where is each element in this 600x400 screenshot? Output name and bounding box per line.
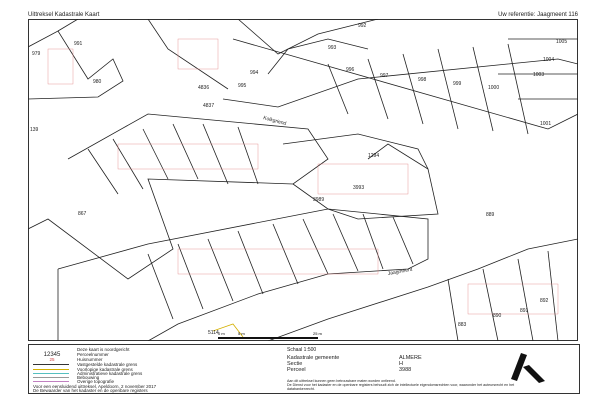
document-title: Uittreksel Kadastrale Kaart [28,12,100,18]
legend-line-topo [33,381,69,382]
legend-item: Bebouwing [77,375,100,380]
svg-text:25 m: 25 m [313,331,323,336]
legend-line-fixed [33,364,69,365]
house-number-symbol: 25 [49,357,55,362]
svg-text:1294: 1294 [368,153,379,159]
kadaster-logo [511,353,545,383]
scale-text: Schaal 1:500 [287,347,317,353]
gemeente-value: ALMERE [399,355,422,361]
svg-text:892: 892 [540,298,549,304]
provisional-boundary [212,323,244,338]
legend-item: Overige topografie [77,379,115,384]
scale-bar: 0 m 5 m 25 m [218,331,323,339]
legend-line-admin [33,373,69,374]
svg-text:139: 139 [30,127,39,133]
north-note: Deze kaart is noordgericht [77,347,130,352]
disclaimer: Aan dit uittreksel kunnen geen betrouwba… [287,379,396,383]
svg-text:1000: 1000 [488,85,499,91]
svg-text:999: 999 [453,81,462,87]
svg-text:867: 867 [78,211,87,217]
svg-text:1003: 1003 [533,72,544,78]
sectie-value: H [399,361,403,367]
gemeente-label: Kadastrale gemeente [287,355,340,361]
svg-text:0 m: 0 m [218,331,225,336]
legend-panel: Deze kaart is noordgericht 12345 Perceel… [28,344,580,394]
legend-item: Perceelnummer [77,352,109,357]
svg-text:4837: 4837 [203,103,214,109]
building-outlines [47,38,559,315]
svg-text:891: 891 [520,308,529,314]
legend-line-building [33,377,69,378]
registrar: De Bewaarder van het kadaster en de open… [33,388,148,393]
svg-text:890: 890 [493,313,502,319]
svg-text:883: 883 [458,322,467,328]
legend-item: Administratieve kadastrale grens [77,371,143,376]
svg-text:996: 996 [346,67,355,73]
svg-text:1001: 1001 [540,121,551,127]
svg-text:5114: 5114 [208,330,219,336]
legend-line-provisional [33,369,69,370]
parcel-labels: 991 992 993 994 995 996 997 998 999 1000… [30,23,567,336]
svg-text:979: 979 [32,51,41,57]
svg-text:1004: 1004 [543,57,554,63]
svg-text:980: 980 [93,79,102,85]
svg-text:3993: 3993 [353,185,364,191]
disclaimer: De Dienst voor het kadaster en de openba… [287,383,515,391]
svg-text:1005: 1005 [556,39,567,45]
legend-item: Voorlopige kadastrale grens [77,367,133,372]
reference: Uw referentie: Jaagmeent 116 [498,12,578,18]
svg-text:991: 991 [74,41,83,47]
svg-text:4836: 4836 [198,85,209,91]
svg-text:889: 889 [486,212,495,218]
svg-text:993: 993 [328,45,337,51]
svg-text:995: 995 [238,83,247,89]
legend-item: Vastgestelde kadastrale grens [77,362,138,367]
legend-item: Huisnummer [77,357,103,362]
certification: Voor een eensluidend uittreksel, Apeldoo… [33,384,157,389]
perceel-label: Perceel [287,367,306,373]
svg-text:992: 992 [358,23,367,29]
svg-text:998: 998 [418,77,427,83]
parcel-boundaries [28,19,578,341]
perceel-value: 3988 [399,367,412,373]
svg-text:5 m: 5 m [238,331,245,336]
svg-text:3989: 3989 [313,197,324,203]
svg-text:997: 997 [380,73,389,79]
parcel-number-symbol: 12345 [43,352,61,358]
svg-text:994: 994 [250,70,259,76]
sectie-label: Sectie [287,361,303,367]
svg-text:Jaagmeent: Jaagmeent [387,267,413,277]
svg-text:Kolkgriend: Kolkgriend [262,115,287,127]
map-frame[interactable]: 991 992 993 994 995 996 997 998 999 1000… [28,19,578,341]
